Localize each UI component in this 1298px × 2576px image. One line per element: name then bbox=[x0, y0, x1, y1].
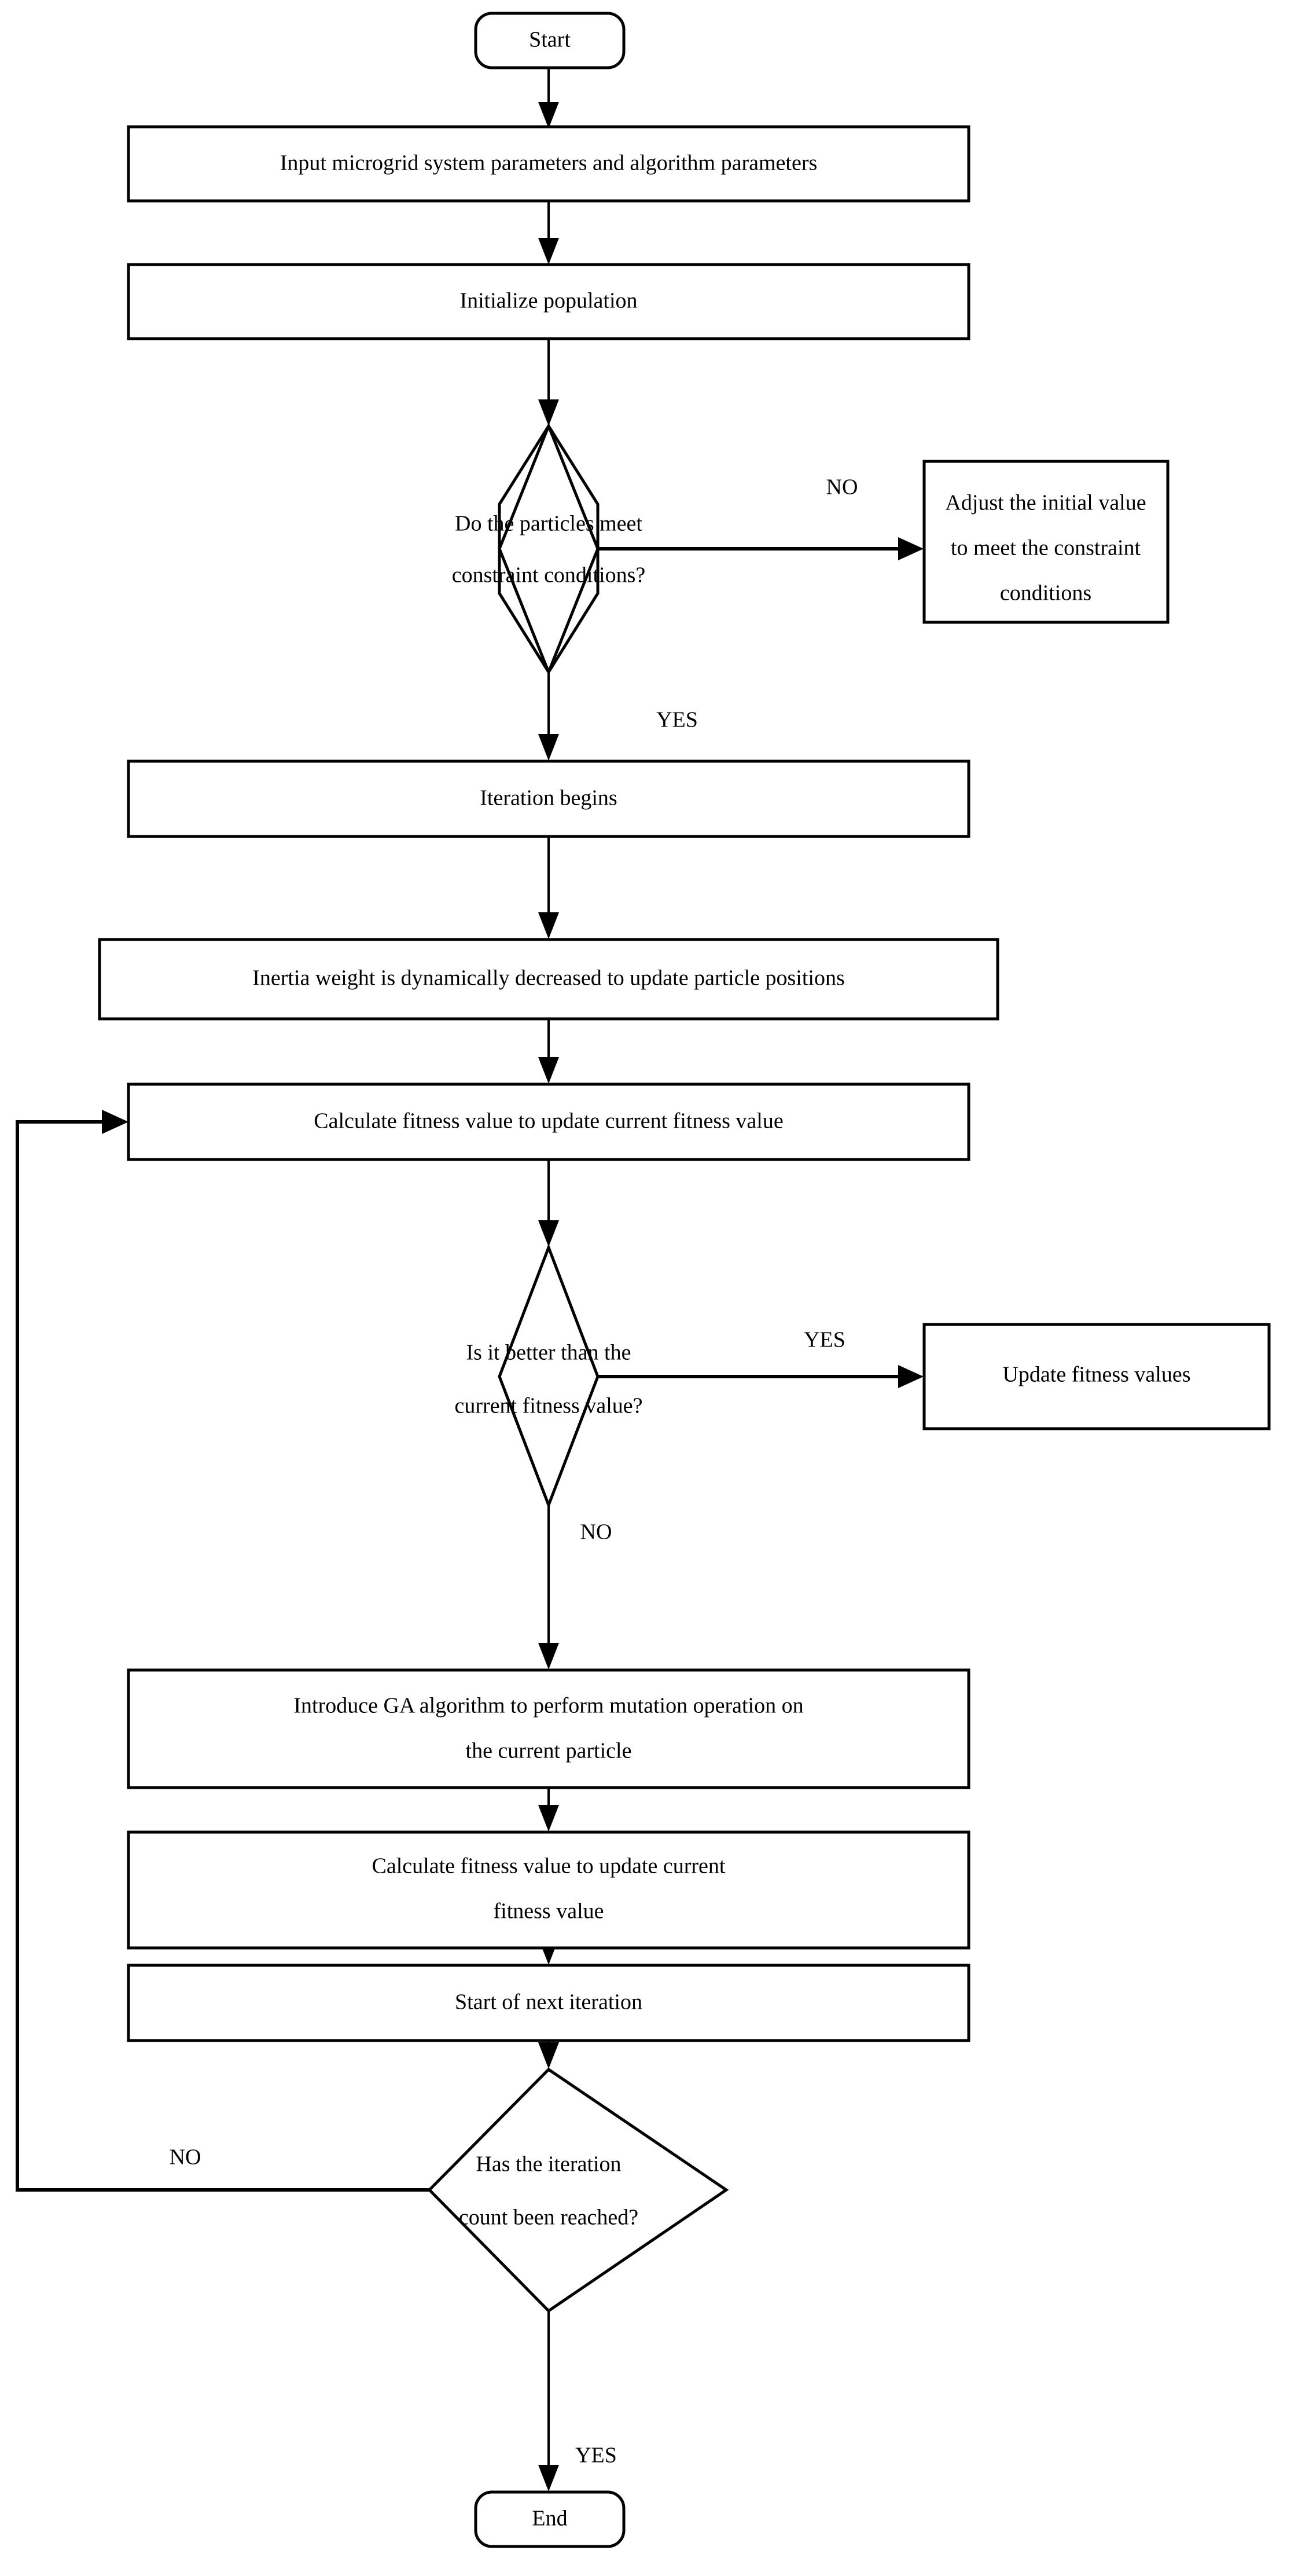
edge-label-count-no: NO bbox=[170, 2145, 201, 2170]
node-start[interactable]: Start bbox=[474, 12, 626, 69]
node-decision-iteration-count[interactable]: Has the iteration count been reached? bbox=[427, 2067, 729, 2313]
connector-inertia-to-calc-fitness bbox=[538, 1019, 559, 1084]
node-input-params-label: Input microgrid system parameters and al… bbox=[280, 151, 818, 175]
connector-decision-count-yes bbox=[538, 2311, 559, 2491]
node-inertia-weight-label: Inertia weight is dynamically decreased … bbox=[252, 966, 845, 990]
connector-decision-constraints-yes bbox=[538, 672, 559, 761]
node-calculate-fitness-2-line2: fitness value bbox=[493, 1899, 604, 1924]
node-decision-constraints-line1: Do the particles meet bbox=[455, 512, 642, 536]
connector-iteration-to-inertia bbox=[538, 836, 559, 939]
edge-label-better-yes: YES bbox=[804, 1328, 845, 1352]
node-decision-constraints[interactable]: Do the particles meet constraint conditi… bbox=[452, 422, 646, 676]
edge-label-constraints-no: NO bbox=[826, 475, 858, 500]
node-iteration-begins-label: Iteration begins bbox=[480, 786, 617, 810]
node-adjust-initial-value-line2: to meet the constraint bbox=[951, 536, 1141, 560]
node-introduce-ga-line2: the current particle bbox=[466, 1739, 632, 1763]
node-introduce-ga-line1: Introduce GA algorithm to perform mutati… bbox=[293, 1694, 803, 1718]
node-decision-constraints-line2: constraint conditions? bbox=[452, 563, 646, 588]
node-calculate-fitness-2-line1: Calculate fitness value to update curren… bbox=[372, 1854, 726, 1878]
node-adjust-initial-value[interactable]: Adjust the initial value to meet the con… bbox=[922, 460, 1170, 624]
node-end-label: End bbox=[532, 2507, 567, 2531]
edge-label-better-no: NO bbox=[580, 1520, 612, 1544]
node-calculate-fitness-1-label: Calculate fitness value to update curren… bbox=[314, 1109, 783, 1133]
connector-decision-better-yes bbox=[598, 1365, 924, 1388]
connector-decision-better-no bbox=[538, 1505, 559, 1669]
node-end[interactable]: End bbox=[474, 2490, 626, 2548]
node-adjust-initial-value-line3: conditions bbox=[1000, 581, 1091, 606]
node-start-next-iteration-label: Start of next iteration bbox=[455, 1990, 642, 2014]
node-decision-iteration-count-line2: count been reached? bbox=[459, 2206, 638, 2230]
node-initialize-population[interactable]: Initialize population bbox=[127, 263, 970, 340]
node-input-params[interactable]: Input microgrid system parameters and al… bbox=[127, 125, 970, 203]
node-introduce-ga[interactable]: Introduce GA algorithm to perform mutati… bbox=[127, 1668, 970, 1789]
edge-label-count-yes: YES bbox=[575, 2443, 617, 2468]
connector-input-to-initialize bbox=[538, 201, 559, 265]
node-start-next-iteration[interactable]: Start of next iteration bbox=[127, 1964, 970, 2042]
node-decision-better[interactable]: Is it better than the current fitness va… bbox=[455, 1243, 643, 1509]
node-start-label: Start bbox=[529, 28, 571, 52]
connector-calc-fitness-to-decision-better bbox=[538, 1159, 559, 1247]
node-decision-better-line1: Is it better than the bbox=[466, 1341, 631, 1365]
connector-start-to-input bbox=[538, 68, 559, 129]
node-iteration-begins[interactable]: Iteration begins bbox=[127, 759, 970, 838]
node-update-fitness-values[interactable]: Update fitness values bbox=[922, 1323, 1271, 1430]
node-decision-iteration-count-line1: Has the iteration bbox=[476, 2152, 621, 2177]
node-update-fitness-values-label: Update fitness values bbox=[1002, 1363, 1190, 1387]
node-calculate-fitness-2[interactable]: Calculate fitness value to update curren… bbox=[127, 1830, 970, 1950]
connector-initialize-to-decision-constraints bbox=[538, 339, 559, 426]
edge-label-constraints-yes: YES bbox=[656, 708, 698, 732]
node-decision-better-line2: current fitness value? bbox=[455, 1394, 643, 1418]
connector-decision-constraints-no bbox=[598, 537, 924, 560]
node-initialize-population-label: Initialize population bbox=[459, 289, 637, 313]
node-calculate-fitness-1[interactable]: Calculate fitness value to update curren… bbox=[127, 1082, 970, 1161]
node-adjust-initial-value-line1: Adjust the initial value bbox=[945, 491, 1146, 515]
connector-decision-count-no-feedback bbox=[16, 1110, 429, 2192]
node-inertia-weight[interactable]: Inertia weight is dynamically decreased … bbox=[98, 938, 999, 1021]
